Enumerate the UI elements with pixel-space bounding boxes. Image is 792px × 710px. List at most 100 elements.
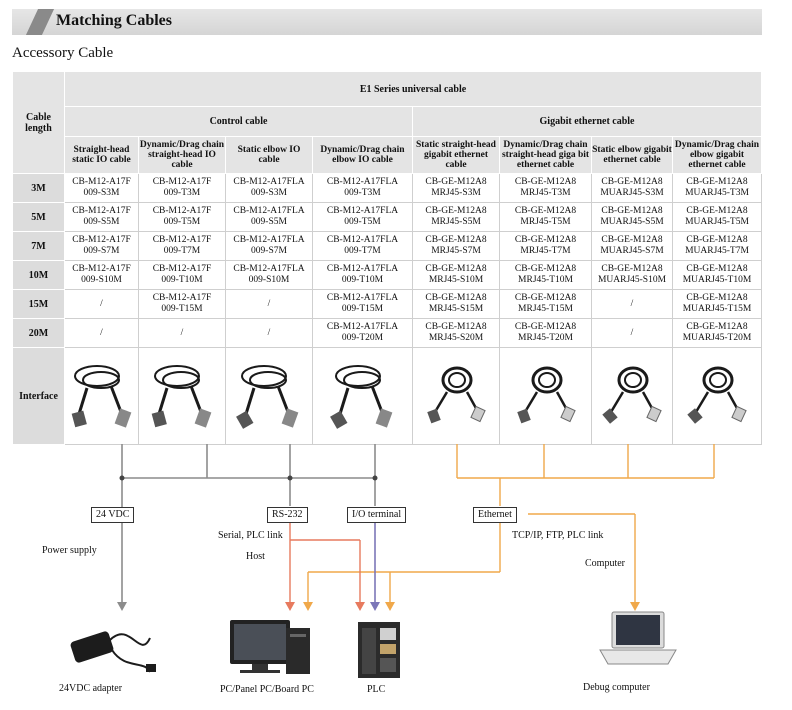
part-number-line: CB-M12-A17FLA xyxy=(233,177,305,187)
part-number-line: CB-M12-A17F xyxy=(152,177,212,187)
part-number-line: CB-GE-M12A8 xyxy=(425,206,487,216)
io-cable-drag-elbow-icon xyxy=(312,347,413,445)
part-number-line: CB-M12-A17FLA xyxy=(233,235,305,245)
part-number-line: CB-GE-M12A8 xyxy=(686,206,748,216)
part-number-line: / xyxy=(630,327,634,338)
part-number-line: MRJ45-S5M xyxy=(431,217,481,227)
length-cell: 20M xyxy=(12,318,65,348)
part-number-line: / xyxy=(180,327,184,338)
part-number-line: MUARJ45-T3M xyxy=(685,188,749,198)
part-number-line: 009-T5M xyxy=(344,217,381,227)
part-number-line: 009-S3M xyxy=(83,188,120,198)
part-number-line: MRJ45-S10M xyxy=(428,275,484,285)
part-number-cell: / xyxy=(591,318,673,348)
pc-icon xyxy=(230,620,310,674)
power-supply-label: Power supply xyxy=(42,545,97,556)
part-number-line: 009-T10M xyxy=(161,275,203,285)
part-number-line: 009-T10M xyxy=(341,275,384,285)
part-number-line: CB-GE-M12A8 xyxy=(514,322,577,332)
column-header: Dynamic/Drag chain straight-head giga bi… xyxy=(499,136,592,174)
part-number-line: CB-GE-M12A8 xyxy=(686,293,748,303)
part-number-line: CB-GE-M12A8 xyxy=(601,264,663,274)
orange-bus xyxy=(307,444,715,602)
part-number-line: CB-M12-A17FLA xyxy=(233,206,305,216)
part-number-line: CB-M12-A17F xyxy=(152,264,212,274)
part-number-line: 009-S10M xyxy=(81,275,122,285)
main-header: E1 Series universal cable xyxy=(63,71,763,107)
column-header: Dynamic/Drag chain straight-head IO cabl… xyxy=(138,136,226,174)
part-number-line: CB-M12-A17F xyxy=(72,177,131,187)
part-number-line: CB-M12-A17FLA xyxy=(326,264,399,274)
part-number-cell: / xyxy=(591,289,673,319)
part-number-line: 009-S10M xyxy=(248,275,290,285)
computer-label: Computer xyxy=(585,558,625,569)
part-number-line: 009-T7M xyxy=(163,246,201,256)
part-number-line: CB-GE-M12A8 xyxy=(686,177,748,187)
io-cable-straight-icon xyxy=(64,347,139,445)
tcp-ip-label: TCP/IP, FTP, PLC link xyxy=(512,530,604,541)
part-number-line: MUARJ45-S10M xyxy=(597,275,667,285)
gray-bus xyxy=(121,444,376,602)
part-number-line: MUARJ45-S3M xyxy=(600,188,664,198)
length-cell: 3M xyxy=(12,173,65,203)
part-number-line: CB-M12-A17F xyxy=(72,235,131,245)
part-number-cell: / xyxy=(64,289,139,319)
part-number-line: CB-M12-A17F xyxy=(152,235,212,245)
part-number-line: CB-M12-A17FLA xyxy=(326,322,399,332)
part-number-line: MRJ45-S20M xyxy=(428,333,484,343)
serial-plc-link-label: Serial, PLC link xyxy=(218,530,283,541)
part-number-line: / xyxy=(630,298,634,309)
part-number-line: 009-T7M xyxy=(344,246,381,256)
interface-label: Interface xyxy=(12,347,65,445)
part-number-line: MUARJ45-T10M xyxy=(682,275,752,285)
adapter-label: 24VDC adapter xyxy=(59,683,123,694)
banner-title: Matching Cables xyxy=(56,12,172,29)
part-number-line: CB-M12-A17F xyxy=(152,293,212,303)
part-number-line: CB-GE-M12A8 xyxy=(686,235,748,245)
laptop-icon xyxy=(599,611,677,665)
part-number-line: CB-M12-A17F xyxy=(152,206,212,216)
length-cell: 10M xyxy=(12,260,65,290)
ethernet-cable-drag-elbow-icon xyxy=(671,347,763,445)
part-number-line: MRJ45-T20M xyxy=(518,333,573,343)
debug-computer-label: Debug computer xyxy=(583,682,650,693)
column-header: Dynamic/Drag chain elbow IO cable xyxy=(312,136,413,174)
ethernet-cable-straight-icon xyxy=(412,347,500,445)
column-header: Static elbow IO cable xyxy=(225,136,313,174)
part-number-line: MUARJ45-T20M xyxy=(682,333,752,343)
part-number-cell: / xyxy=(64,318,139,348)
part-number-line: CB-M12-A17F xyxy=(72,264,131,274)
column-header: Dynamic/Drag chain elbow gigabit etherne… xyxy=(671,136,763,174)
part-number-line: CB-M12-A17FLA xyxy=(326,235,399,245)
part-number-line: CB-GE-M12A8 xyxy=(514,264,577,274)
part-number-line: MUARJ45-S5M xyxy=(600,217,664,227)
part-number-line: 009-S7M xyxy=(251,246,287,256)
part-number-line: CB-M12-A17FLA xyxy=(326,177,399,187)
box-rs232: RS-232 xyxy=(267,507,308,523)
io-cable-elbow-icon xyxy=(225,347,313,445)
